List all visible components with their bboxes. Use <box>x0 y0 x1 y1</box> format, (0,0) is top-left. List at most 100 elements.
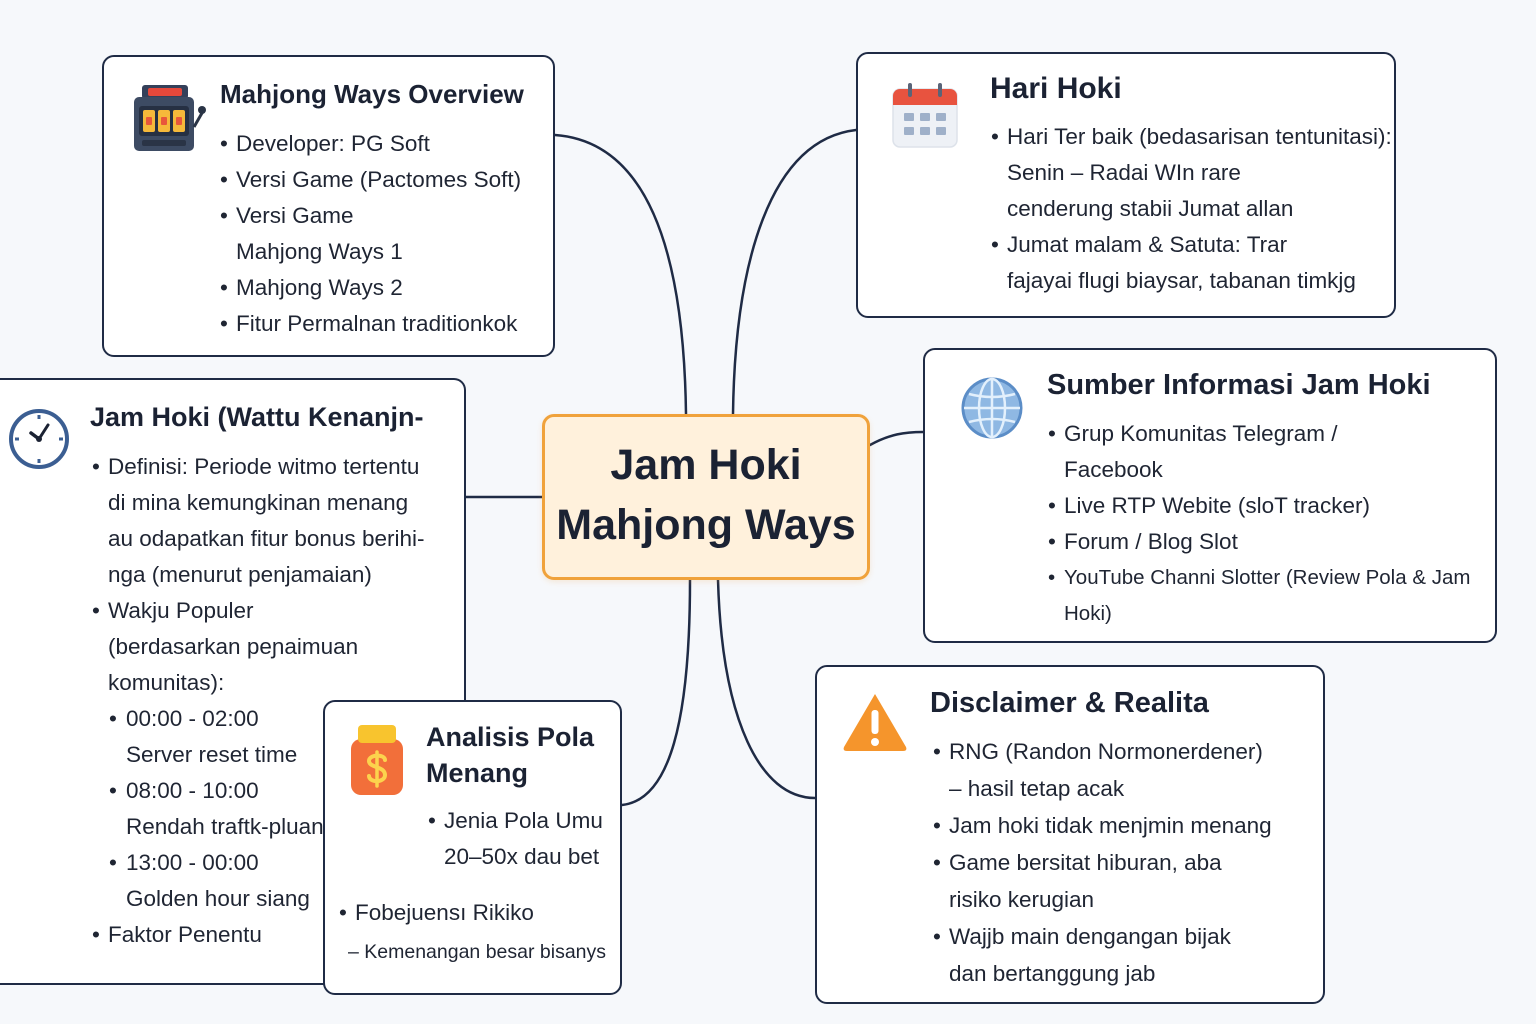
list-item: Forum / Blog Slot <box>1046 524 1470 560</box>
node-title: Disclaimer & Realita <box>930 687 1209 719</box>
connector-disclaimer <box>716 578 817 800</box>
list-item: Game bersitat hiburan, aba <box>931 844 1272 881</box>
list-item: Versi Game <box>218 198 521 234</box>
center-title-line: Jam Hoki <box>610 441 802 489</box>
clock-icon <box>9 409 69 469</box>
list-item: Mahjong Ways 1 <box>236 239 403 264</box>
node-title-line: Analisis Pola <box>426 722 595 752</box>
list-item: cenderung stabii Jumat allan <box>1007 196 1294 221</box>
node-list: RNG (Randon Normonerdener) – hasil tetap… <box>931 733 1272 992</box>
money-bag-icon <box>351 725 403 795</box>
list-subitem: Rendah traftk-pluan <box>126 814 324 839</box>
warning-dot <box>871 738 879 746</box>
node-list: Grup Komunitas Telegram / Facebook Live … <box>1046 416 1470 632</box>
calendar-icon <box>892 83 958 148</box>
slot-lever-knob <box>198 106 206 114</box>
slot-symbol <box>146 117 152 125</box>
list-item: Definisi: Periode witmo tertentu <box>90 449 424 485</box>
bag-top <box>358 725 396 743</box>
list-item: 20–50x dau bet <box>444 844 600 869</box>
connector-overview <box>553 133 688 416</box>
slot-base <box>142 140 186 146</box>
node-title: Hari Hoki <box>990 72 1122 105</box>
list-item: komunitas): <box>108 670 225 695</box>
list-item: Live RTP Webite (sloT tracker) <box>1046 488 1470 524</box>
list-subitem: Server reset time <box>126 742 298 767</box>
list-item: di mina kemungkinan menang <box>108 490 409 515</box>
list-item: Developer: PG Soft <box>218 126 521 162</box>
list-item: Fobejuensı Rikiko <box>337 895 534 931</box>
list-item: Senin – Radai WIn rare <box>1007 160 1241 185</box>
calendar-header-fill <box>893 97 957 105</box>
warning-mark <box>871 710 879 734</box>
list-item: dan bertanggung jab <box>949 961 1156 986</box>
connector-sumber <box>868 430 925 447</box>
calendar-day <box>920 127 930 135</box>
list-item: (berdasarkan peɲaimuan <box>108 634 359 659</box>
node-title: Jam Hoki (Wattu Kenanjn- <box>90 402 424 432</box>
list-item: RNG (Randon Normonerdener) <box>931 733 1272 770</box>
calendar-day <box>904 127 914 135</box>
globe-latitude <box>968 417 1016 424</box>
center-node: Jam Hoki Mahjong Ways <box>542 414 870 580</box>
node-title: Mahjong Ways Overview <box>220 79 524 109</box>
node-hari-hoki: Hari Hoki Hari Ter baik (bedasarisan ten… <box>856 52 1396 318</box>
list-item: Versi Game (Pactomes Soft) <box>218 162 521 198</box>
node-list: Developer: PG Soft Versi Game (Pactomes … <box>218 126 521 342</box>
node-list: Fobejuensı Rikiko <box>337 895 534 931</box>
slot-light <box>148 88 182 96</box>
node-title: Sumber Informasi Jam Hoki <box>1047 369 1431 401</box>
list-item: nga (menurut penjamaian) <box>108 562 372 587</box>
node-list: – Kemenangan besar bisanys <box>348 934 606 970</box>
calendar-day <box>904 113 914 121</box>
list-item: Hoki) <box>1064 602 1112 625</box>
list-subitem: 13:00 - 00:00 <box>90 845 424 881</box>
list-subitem: Golden hour siang <box>126 886 310 911</box>
list-item: Wakju Populer <box>90 593 424 629</box>
list-subitem: 00:00 - 02:00 <box>90 701 424 737</box>
globe-icon <box>961 377 1023 439</box>
list-item: au odapatkan fitur bonus berihi- <box>108 526 425 551</box>
list-item: Grup Komunitas Telegram / <box>1046 416 1470 452</box>
list-subitem: 08:00 - 10:00 <box>90 773 424 809</box>
node-list: Definisi: Periode witmo tertentu di mina… <box>90 449 424 953</box>
slot-symbol <box>176 117 182 125</box>
calendar-ring <box>938 83 942 97</box>
globe-latitude <box>968 392 1016 399</box>
node-disclaimer: Disclaimer & Realita RNG (Randon Normone… <box>815 665 1325 1004</box>
list-item: – Kemenangan besar bisanys <box>348 941 607 963</box>
calendar-day <box>920 113 930 121</box>
calendar-day <box>936 113 946 121</box>
connector-analisis <box>620 578 692 807</box>
list-item: fajayai flugi biaysar, tabanan timkjg <box>1007 268 1356 293</box>
list-item: Jenia Pola Umu <box>426 803 603 839</box>
list-item: Jam hoki tidak menjmin menang <box>931 807 1272 844</box>
slot-machine-icon <box>134 85 206 151</box>
node-sumber: Sumber Informasi Jam Hoki Grup Komunitas… <box>923 348 1497 643</box>
list-item: Fitur Permalnan traditionkok <box>218 306 521 342</box>
node-list: Jenia Pola Umu 20–50x dau bet <box>426 803 603 875</box>
list-item: Facebook <box>1064 457 1163 482</box>
clock-center <box>36 436 42 442</box>
calendar-ring <box>908 83 912 97</box>
node-analisis: Analisis Pola Menang Jenia Pola Umu 20–5… <box>323 700 622 995</box>
warning-icon <box>843 694 907 751</box>
calendar-day <box>936 127 946 135</box>
list-item: YouTube Channi Slotter (Review Pola & Ja… <box>1046 560 1470 596</box>
node-overview: Mahjong Ways Overview Developer: PG Soft… <box>102 55 555 357</box>
list-item: – hasil tetap acak <box>949 776 1125 801</box>
connector-hari-hoki <box>731 128 858 416</box>
list-item: Jumat malam & Satuta: Trar <box>989 227 1392 263</box>
list-item: Wajjb main dengangan bijak <box>931 918 1272 955</box>
slot-symbol <box>161 117 167 125</box>
center-title: Jam Hoki Mahjong Ways <box>545 435 867 555</box>
node-list: Hari Ter baik (bedasarisan tentunitasi):… <box>989 119 1392 299</box>
node-title-line: Menang <box>426 758 529 788</box>
node-title: Analisis Pola Menang <box>426 719 594 791</box>
list-item: Faktor Penentu <box>90 917 424 953</box>
list-item: Mahjong Ways 2 <box>218 270 521 306</box>
slot-lever <box>192 112 204 128</box>
list-item: risiko kerugian <box>949 887 1095 912</box>
center-title-line: Mahjong Ways <box>556 501 856 549</box>
